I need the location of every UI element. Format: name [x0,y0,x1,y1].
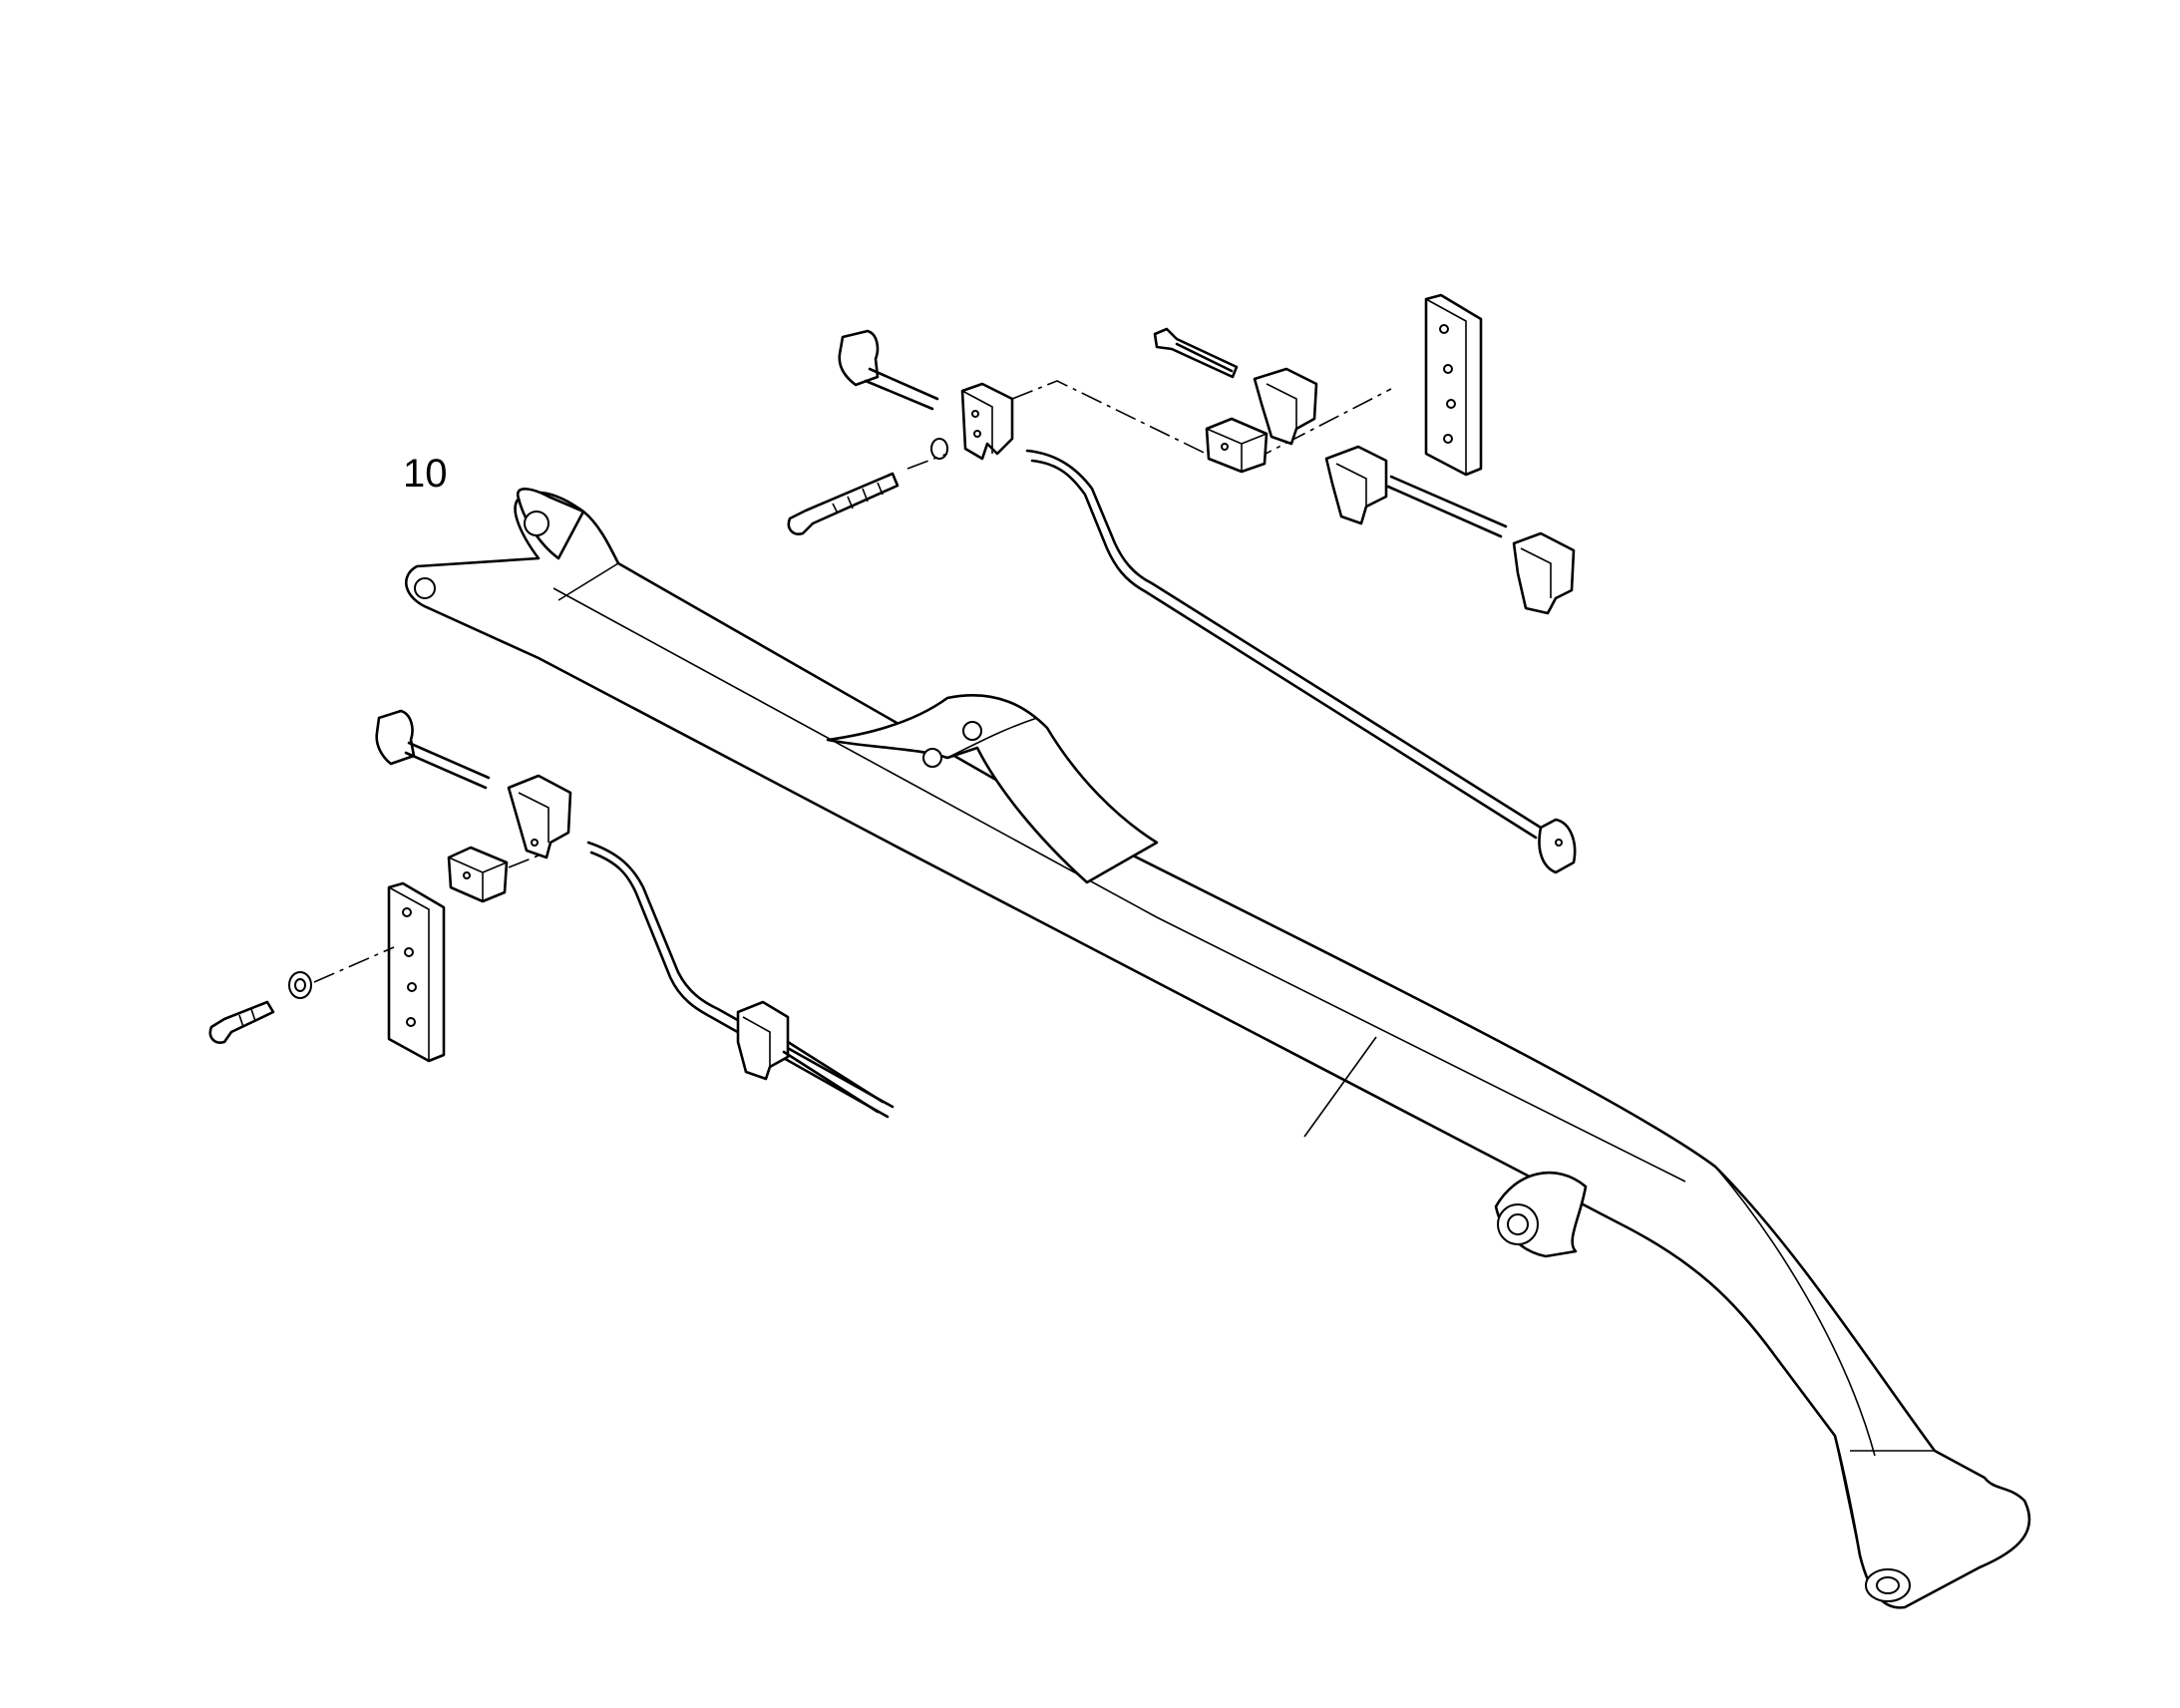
callout-10-label: 10 [403,452,448,496]
clamp-block-upper [960,382,1014,461]
boom-arm [405,488,2031,1609]
upper-pivot-hole [524,511,549,536]
tube-clamp-lower [736,1000,790,1081]
long-bolt-upper [787,472,900,535]
bracket-hole-lower [922,748,942,768]
flange-cap-upper [838,329,880,387]
upper-clamp-assembly [787,293,1577,874]
double-clamp-lower [507,774,572,859]
cylinder-bracket [826,694,1159,884]
bracket-hole-upper [962,721,982,741]
mounting-plate-upper [1424,293,1483,477]
clamp-half-lower-right [1324,445,1388,525]
lower-hydraulic-tube [586,841,895,1119]
lower-clamp-assembly [208,709,885,1114]
upper-hydraulic-tube [1025,449,1543,840]
flange-cap-lower [375,709,416,766]
spacer-block-upper [1205,417,1269,474]
boom-foot-boss [1494,1171,1588,1258]
clamp-end-right [1512,531,1576,615]
left-pivot-hole [414,577,436,599]
spacer-block-lower [447,846,509,903]
mounting-plate-lower [387,881,446,1063]
washer-upper [930,438,948,460]
